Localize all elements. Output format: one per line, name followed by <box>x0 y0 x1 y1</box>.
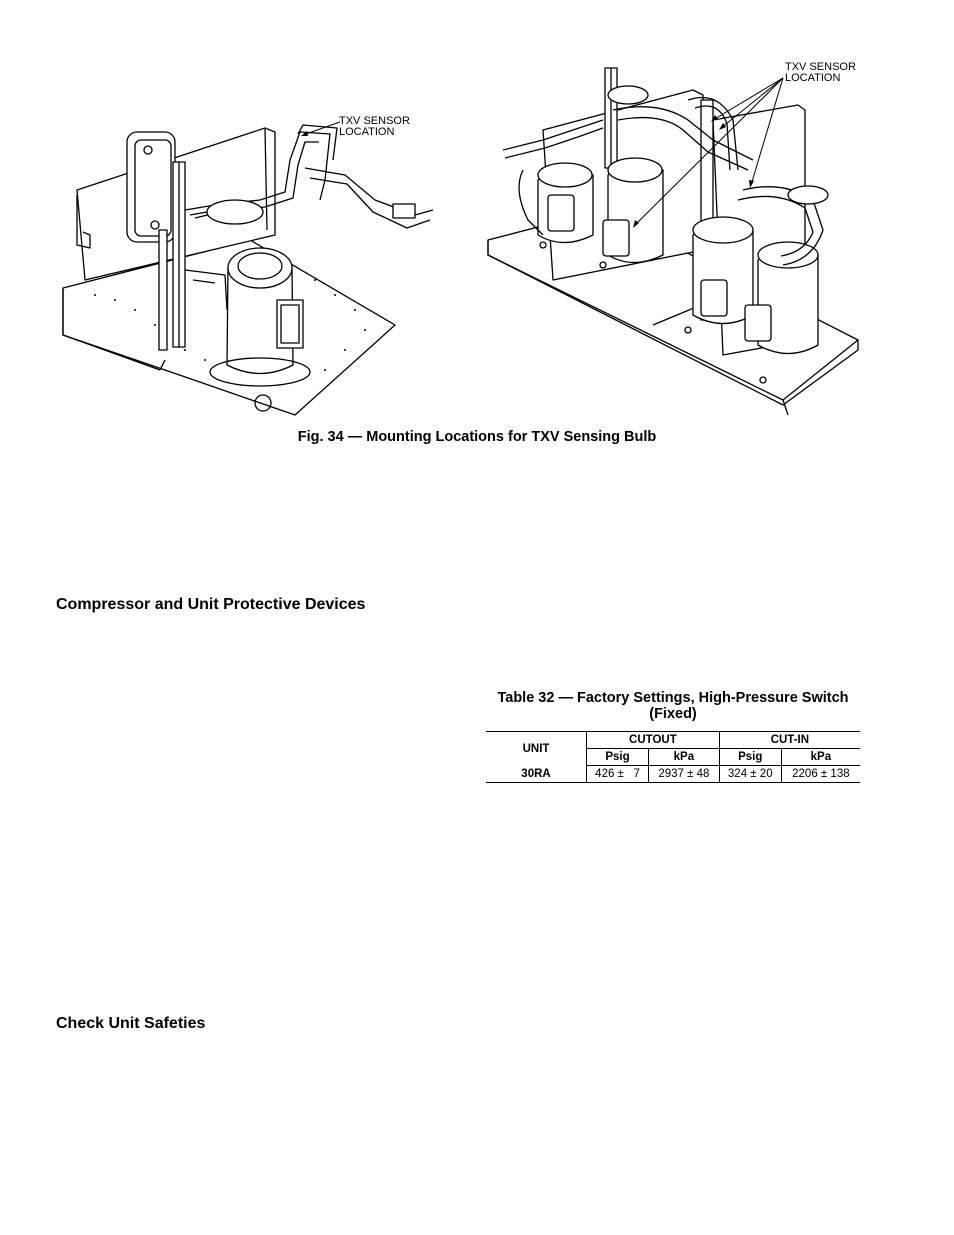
column-group-cutout: CUTOUT <box>586 731 720 749</box>
column-header-cutout-kpa: kPa <box>648 748 720 766</box>
section-heading-protective-devices: Compressor and Unit Protective Devices <box>56 596 366 613</box>
column-header-cutin-kpa: kPa <box>781 748 860 766</box>
figure-caption: Fig. 34 — Mounting Locations for TXV Sen… <box>297 429 657 445</box>
column-header-cutin-psig: Psig <box>719 748 782 766</box>
table-title: Table 32 — Factory Settings, High-Pressu… <box>497 690 849 722</box>
txv-callout-left: TXV SENSOR LOCATION <box>339 115 410 138</box>
txv-figure-right <box>487 67 859 416</box>
column-group-cutin: CUT-IN <box>719 731 860 749</box>
cell-cutout-kpa: 2937 ± 48 <box>648 765 720 783</box>
column-header-unit: UNIT <box>486 731 587 766</box>
high-pressure-switch-table: UNIT CUTOUT CUT-IN Psig kPa Psig kPa 30R… <box>486 731 860 783</box>
txv-figure-left <box>62 121 434 416</box>
cell-cutin-psig: 324 ± 20 <box>719 765 782 783</box>
txv-callout-right: TXV SENSOR LOCATION <box>785 61 856 84</box>
column-header-cutout-psig: Psig <box>586 748 650 766</box>
cell-unit: 30RA <box>486 765 587 783</box>
cell-cutin-kpa: 2206 ± 138 <box>781 765 860 783</box>
table-row: 30RA 426 ± 7 2937 ± 48 324 ± 20 2206 ± 1… <box>486 765 860 783</box>
section-heading-check-safeties: Check Unit Safeties <box>56 1015 206 1032</box>
cell-cutout-psig: 426 ± 7 <box>586 765 650 783</box>
